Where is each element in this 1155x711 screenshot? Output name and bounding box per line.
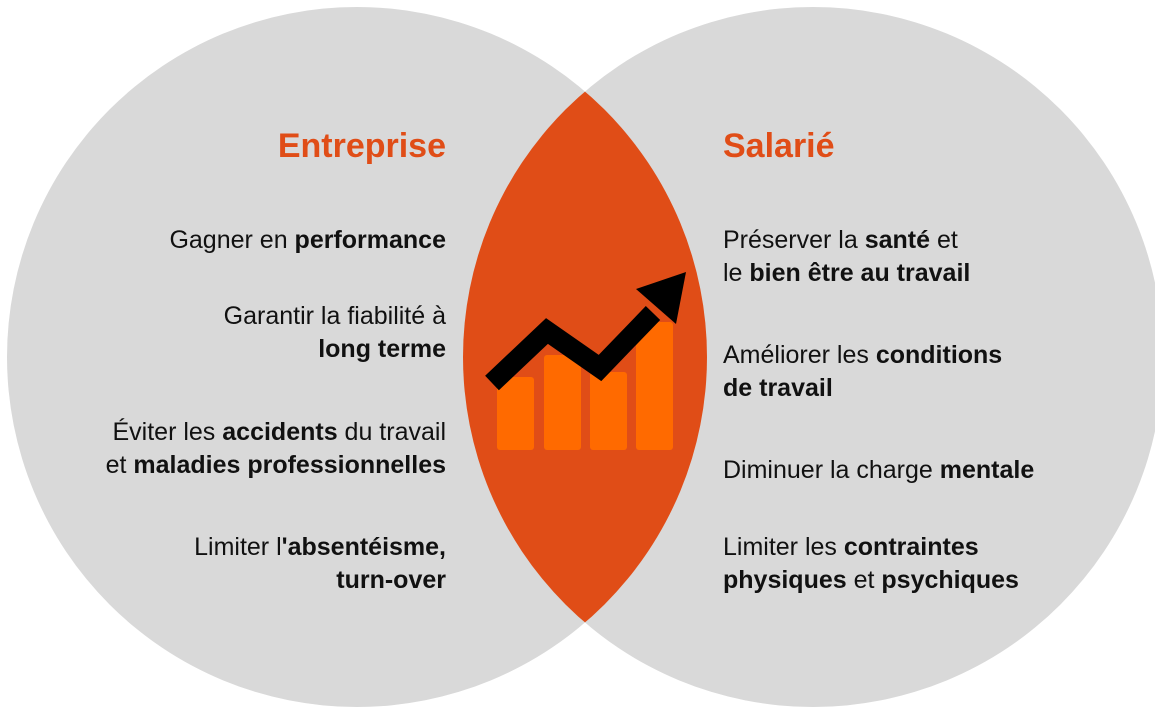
trend-arrow-head [636, 272, 686, 324]
right-item-1-line-1: Préserver la santé et [723, 224, 970, 257]
left-item-3-line-2: et maladies professionnelles [106, 449, 446, 482]
chart-bar-4 [636, 322, 673, 450]
bold-text: mentale [939, 456, 1035, 484]
text-segment: Limiter l [194, 533, 282, 561]
chart-bar-2 [544, 355, 581, 450]
bold-text: santé [864, 226, 931, 254]
chart-bar-1 [497, 377, 534, 450]
bold-text: conditions [875, 341, 1003, 369]
trend-arrow-line [485, 306, 661, 391]
bold-text: accidents [222, 418, 338, 446]
left-item-1-line-1: Gagner en performance [169, 224, 446, 257]
right-item-4-line-1: Limiter les contraintes [723, 531, 1019, 564]
bold-text: de travail [723, 374, 833, 402]
bold-text: long terme [318, 335, 446, 363]
chart-bar-3 [590, 372, 627, 450]
text-segment: et [930, 226, 958, 254]
growth-chart-icon [485, 272, 686, 450]
left-item-4-line-1: Limiter l'absentéisme, [194, 531, 446, 564]
bold-text: contraintes [843, 533, 979, 561]
left-item-3-line-1: Éviter les accidents du travail [106, 416, 447, 449]
bold-text: psychiques [881, 566, 1019, 594]
left-item-2-line-2: long terme [224, 333, 446, 366]
left-item-2-line-1: Garantir la fiabilité à [224, 300, 446, 333]
right-item-3: Diminuer la charge mentale [723, 454, 1034, 487]
bold-text: physiques [723, 566, 847, 594]
bold-text: performance [294, 226, 446, 254]
text-segment: Diminuer la charge [723, 456, 940, 484]
bold-text: turn-over [336, 566, 446, 594]
text-segment: et [105, 451, 134, 479]
text-segment: Éviter les [112, 418, 223, 446]
text-segment: Limiter les [723, 533, 844, 561]
right-item-2-line-2: de travail [723, 372, 1002, 405]
left-item-1: Gagner en performance [169, 224, 446, 257]
text-segment: Préserver la [723, 226, 865, 254]
text-segment: Gagner en [169, 226, 295, 254]
right-title: Salarié [723, 127, 835, 165]
right-item-1-line-2: le bien être au travail [723, 257, 970, 290]
bold-text: 'absentéisme, [281, 533, 446, 561]
text-segment: et [846, 566, 882, 594]
intersection-lens [463, 7, 707, 707]
right-item-2-line-1: Améliorer les conditions [723, 339, 1002, 372]
text-segment: du travail [337, 418, 446, 446]
text-segment: le [723, 259, 750, 287]
left-item-4-line-2: turn-over [194, 564, 446, 597]
left-item-2: Garantir la fiabilité à long terme [224, 300, 446, 366]
bold-text: bien être au travail [749, 259, 971, 287]
left-item-4: Limiter l'absentéisme,turn-over [194, 531, 446, 597]
left-column: Entreprise Gagner en performance Garanti… [20, 0, 446, 711]
bold-text: maladies professionnelles [133, 451, 446, 479]
left-title: Entreprise [277, 127, 446, 165]
text-segment: Améliorer les [723, 341, 876, 369]
text-segment: Garantir la fiabilité à [223, 302, 446, 330]
right-item-4-line-2: physiques et psychiques [723, 564, 1019, 597]
right-item-3-line-1: Diminuer la charge mentale [723, 454, 1034, 487]
